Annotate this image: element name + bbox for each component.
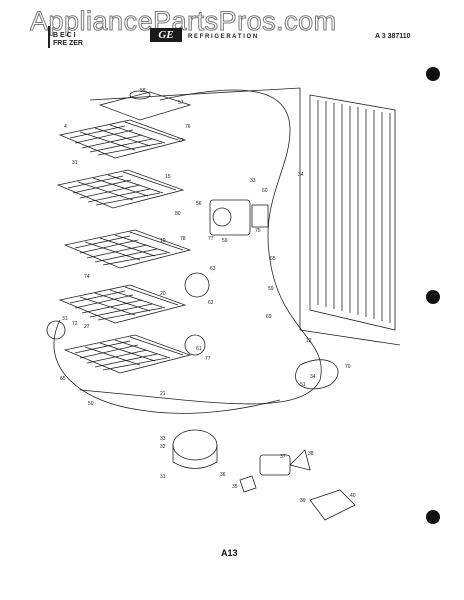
part-callout: 63 — [210, 266, 216, 272]
part-callout: 58 — [140, 88, 146, 94]
evaporator-shelf-2 — [56, 169, 185, 209]
punch-hole-top — [426, 67, 440, 81]
part-callout: 65 — [60, 376, 66, 382]
condenser-fan — [259, 449, 311, 476]
evaporator-shelf-3 — [63, 229, 192, 269]
part-callout: 65 — [270, 256, 276, 262]
drain-heater-loop — [295, 359, 339, 390]
page-label: A13 — [221, 548, 238, 558]
defrost-timer — [46, 320, 66, 340]
part-callout: 33 — [250, 178, 256, 184]
part-callout: 12 — [306, 338, 312, 344]
part-callout: 61 — [196, 346, 202, 352]
part-callout: 21 — [160, 391, 166, 397]
part-callout: 77 — [208, 236, 214, 242]
drain-heater — [184, 334, 206, 356]
part-callout: 51 — [300, 382, 306, 388]
part-callout: 74 — [84, 274, 90, 280]
header-title: R E F R I G E R A T I O N — [188, 34, 258, 40]
part-callout: 15 — [165, 174, 171, 180]
header-rule — [48, 26, 50, 48]
part-callout: 57 — [178, 100, 184, 106]
evaporator-shelf-5 — [63, 334, 192, 374]
part-callout: 50 — [88, 401, 94, 407]
header-part-number: A 3 387110 — [375, 33, 411, 40]
watermark-text: AppliancePartsPros.com — [30, 6, 337, 37]
part-callout: 31 — [72, 160, 78, 166]
relay — [239, 475, 257, 493]
part-callout: 75 — [255, 228, 261, 234]
part-callout: 33 — [160, 436, 166, 442]
part-callout: 56 — [196, 201, 202, 207]
part-callout: 20 — [160, 291, 166, 297]
part-callout: 39 — [300, 498, 306, 504]
part-callout: 34 — [298, 172, 304, 178]
part-callout: 59 — [222, 238, 228, 244]
part-callout: 38 — [308, 451, 314, 457]
part-callout: 35 — [232, 484, 238, 490]
evaporator-shelf-4 — [58, 284, 187, 324]
evaporator-tray — [98, 91, 192, 121]
fan-motor — [184, 272, 210, 298]
condenser-coil — [309, 94, 396, 331]
part-callout: 62 — [208, 300, 214, 306]
refrigerant-tubing — [79, 89, 322, 405]
part-callout: 4 — [64, 124, 67, 130]
header-model-line2: FRE ZER — [53, 40, 83, 47]
part-callout: 31 — [62, 316, 68, 322]
part-callout: 36 — [220, 472, 226, 478]
brand-logo: GE — [150, 28, 182, 42]
part-callout: 70 — [345, 364, 351, 370]
part-callout: 37 — [280, 454, 286, 460]
switch-assembly — [209, 199, 269, 236]
part-callout: 60 — [262, 188, 268, 194]
thermostat-housing — [129, 90, 151, 100]
part-callout: 59 — [268, 286, 274, 292]
cabinet-outline — [89, 87, 301, 330]
part-callout: 40 — [350, 493, 356, 499]
punch-hole-middle — [426, 290, 440, 304]
part-callout: 77 — [205, 356, 211, 362]
evaporator-shelf-1 — [58, 119, 187, 159]
punch-hole-bottom — [426, 510, 440, 524]
part-callout: 76 — [185, 124, 191, 130]
part-callout: 27 — [84, 324, 90, 330]
part-callout: 19 — [160, 238, 166, 244]
part-callout: 69 — [266, 314, 272, 320]
header-model-line1: B E C I — [53, 32, 76, 39]
part-callout: 31 — [160, 474, 166, 480]
part-callout: 72 — [72, 321, 78, 327]
part-callout: 34 — [310, 374, 316, 380]
part-callout: 32 — [160, 444, 166, 450]
compressor — [172, 429, 218, 469]
part-callout: 27 — [178, 138, 184, 144]
part-callout: 78 — [180, 236, 186, 242]
part-callout: 80 — [175, 211, 181, 217]
drain-pan — [309, 489, 356, 521]
